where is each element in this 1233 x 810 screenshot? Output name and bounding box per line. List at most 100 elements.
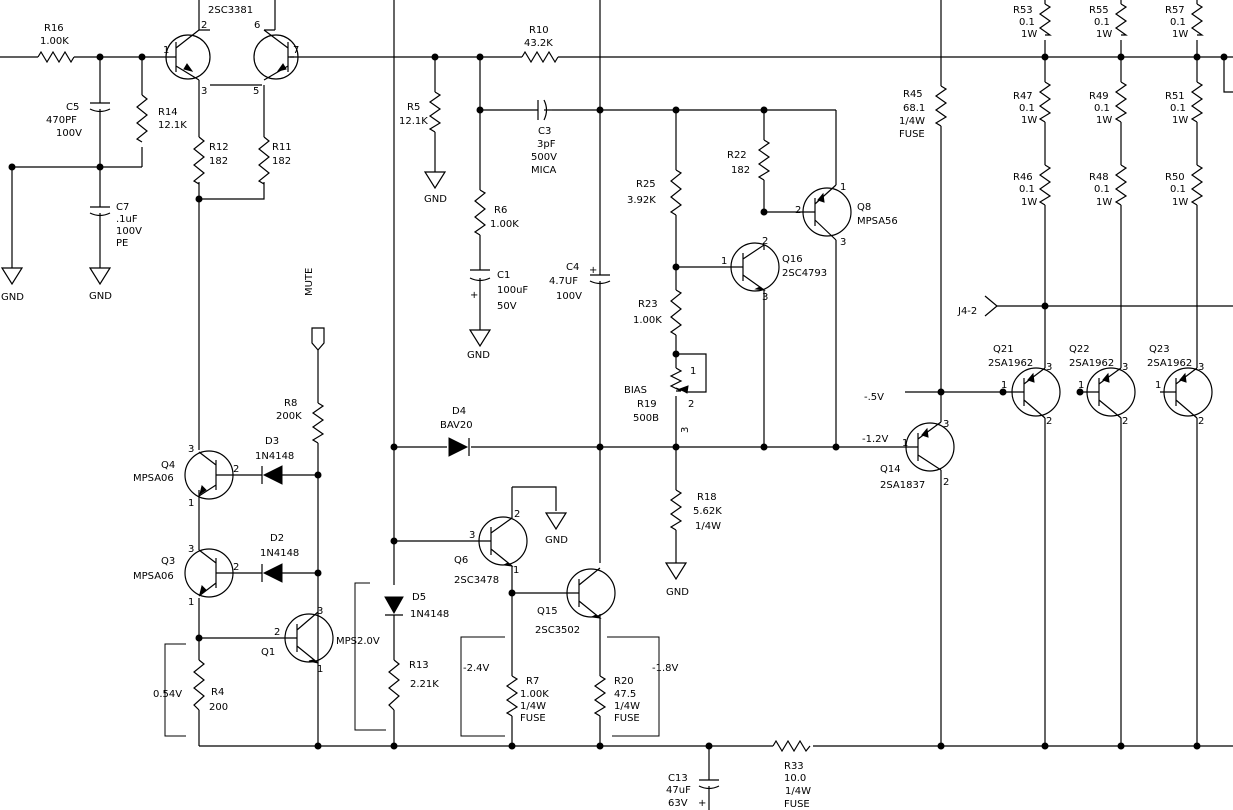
d2-name: D2: [270, 533, 284, 544]
pin-label: 1: [721, 256, 727, 267]
c5-name: C5: [66, 102, 79, 113]
r18-value: 5.62K: [693, 506, 722, 517]
r16-name: R16: [44, 23, 64, 34]
pin-label: 2: [943, 477, 949, 488]
q6-part: 2SC3478: [454, 575, 499, 586]
r45-note: FUSE: [899, 129, 925, 140]
r11-name: R11: [272, 142, 292, 153]
r4-name: R4: [211, 687, 224, 698]
gnd-label: GND: [467, 350, 490, 361]
r33-note: FUSE: [784, 799, 810, 810]
r57-value: 0.1: [1170, 17, 1186, 28]
r48-value: 0.1: [1094, 184, 1110, 195]
r7-name: R7: [526, 676, 539, 687]
pin-label: 1: [317, 664, 323, 675]
r7-value: 1.00K: [520, 689, 549, 700]
q21-name: Q21: [993, 344, 1014, 355]
q15-name: Q15: [537, 606, 558, 617]
c5-rating: 100V: [56, 128, 82, 139]
c7-rating: 100V: [116, 226, 142, 237]
gnd-label: GND: [424, 194, 447, 205]
pin-label: 2: [201, 20, 207, 31]
d2-part: 1N4148: [260, 548, 299, 559]
pin-label: 3: [1046, 362, 1052, 373]
d4-name: D4: [452, 406, 466, 417]
pin-label: 1: [1078, 380, 1084, 391]
r47-name: R47: [1013, 91, 1033, 102]
q22-part: 2SA1962: [1069, 358, 1114, 369]
d5-name: D5: [412, 592, 426, 603]
c13-name: C13: [668, 773, 688, 784]
pin-label: 3: [188, 444, 194, 455]
q21-part: 2SA1962: [988, 358, 1033, 369]
j4-connector-icon: [984, 295, 998, 317]
q3-part: MPSA06: [133, 571, 174, 582]
q4-name: Q4: [161, 460, 175, 471]
pin-label: 1: [163, 45, 169, 56]
q14-name: Q14: [880, 464, 901, 475]
q23-part: 2SA1962: [1147, 358, 1192, 369]
r57-rating: 1W: [1172, 29, 1188, 40]
q14-part: 2SA1837: [880, 480, 925, 491]
pin-label: 3: [943, 419, 949, 430]
c3-rating: 500V: [531, 152, 557, 163]
r48-rating: 1W: [1096, 197, 1112, 208]
c13-value: 47uF: [666, 785, 691, 796]
r33-value: 10.0: [784, 773, 806, 784]
c3-name: C3: [538, 126, 551, 137]
pin-label: 1: [840, 182, 846, 193]
c7-note: PE: [116, 238, 128, 249]
c1-rating: 50V: [497, 301, 517, 312]
r14-value: 12.1K: [158, 120, 187, 131]
d3-part: 1N4148: [255, 451, 294, 462]
q16-part: 2SC4793: [782, 268, 827, 279]
r55-value: 0.1: [1094, 17, 1110, 28]
d5-part: 1N4148: [410, 609, 449, 620]
c7-value: .1uF: [116, 214, 138, 225]
resistor-symbols: [37, 3, 1204, 753]
c1-value: 100uF: [497, 285, 528, 296]
svg-text:+: +: [470, 290, 478, 301]
c3-value: 3pF: [537, 139, 556, 150]
r19-value: 500B: [633, 413, 659, 424]
r20-note: FUSE: [614, 713, 640, 724]
voltage-m18: -1.8V: [652, 663, 679, 674]
r57-name: R57: [1165, 5, 1185, 16]
r49-name: R49: [1089, 91, 1109, 102]
d4-part: BAV20: [440, 420, 473, 431]
c3-note: MICA: [531, 165, 557, 176]
r49-value: 0.1: [1094, 103, 1110, 114]
r46-rating: 1W: [1021, 197, 1037, 208]
gnd-label: GND: [545, 535, 568, 546]
bias-wiper-arrow: [678, 385, 689, 394]
q23-name: Q23: [1149, 344, 1170, 355]
r20-rating: 1/4W: [614, 701, 640, 712]
gnd-label: GND: [89, 291, 112, 302]
r50-name: R50: [1165, 172, 1185, 183]
r12-name: R12: [209, 142, 229, 153]
pin-label: 3: [680, 427, 691, 433]
r8-value: 200K: [276, 411, 302, 422]
ground-symbols: [0, 171, 688, 581]
r10-value: 43.2K: [524, 38, 553, 49]
capacitor-symbols: [89, 99, 720, 810]
r47-value: 0.1: [1019, 103, 1035, 114]
dual-transistor-part: 2SC3381: [208, 5, 253, 16]
pin-label: 3: [188, 544, 194, 555]
r25-name: R25: [636, 179, 656, 190]
r50-rating: 1W: [1172, 197, 1188, 208]
r33-name: R33: [784, 761, 804, 772]
pin-label: 2: [233, 562, 239, 573]
r22-name: R22: [727, 150, 747, 161]
c7-name: C7: [116, 202, 129, 213]
pin-label: 3: [469, 530, 475, 541]
r5-value: 12.1K: [399, 116, 428, 127]
r55-name: R55: [1089, 5, 1109, 16]
pin-label: 6: [254, 20, 260, 31]
q8-name: Q8: [857, 202, 871, 213]
svg-text:+: +: [698, 798, 706, 809]
r51-value: 0.1: [1170, 103, 1186, 114]
connector-label: J4-2: [957, 306, 977, 317]
voltage-m24: -2.4V: [463, 663, 490, 674]
